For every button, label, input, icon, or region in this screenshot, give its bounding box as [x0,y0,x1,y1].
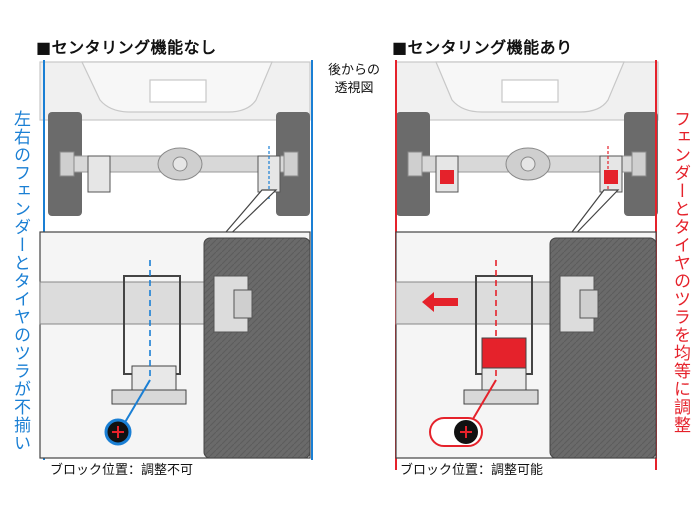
perspective-note-line-1: 後からの [327,63,380,78]
zoom-hub-cap-left [233,289,253,319]
left-side-label: 左右のフェンダーとタイヤのツラが不揃い [10,110,30,452]
hub-right-b [631,151,647,177]
left-panel-title: ■センタリング機能なし [36,38,217,57]
hub-right-a [407,151,423,177]
right-panel-artwork [395,60,659,470]
right-side-label: フェンダーとタイヤのツラを均等に調整 [670,110,690,434]
right-panel-title: ■センタリング機能あり [392,38,573,57]
right-caption: ブロック位置：調整可能 [400,463,544,478]
plus-bolt-cross-right [460,426,472,438]
left-arrow-icon [422,292,458,312]
zoom-block-right [481,367,527,393]
zoom-plate-left [111,389,187,405]
red-block-right-b [604,170,618,184]
pointer-line-right [469,379,497,425]
zoom-block-left [131,365,177,393]
left-panel-artwork [39,60,313,460]
differential-cap-left [172,156,188,172]
red-block-right-a [440,170,454,184]
spring-block-left-a [87,155,111,193]
license-plate-right [501,79,559,103]
license-plate-left [149,79,207,103]
hub-left-b [283,151,299,177]
zoom-plate-right [463,389,539,405]
pointer-line-left [123,379,151,425]
zoom-tire-left [203,237,311,459]
left-caption: ブロック位置：調整不可 [50,463,194,478]
zoom-block-right-red [481,337,527,369]
hub-left-a [59,151,75,177]
plus-bolt-cross-left [112,426,124,438]
differential-cap-right [520,156,536,172]
perspective-note: 後からの 透視図 [318,62,390,98]
perspective-note-line-2: 透視図 [334,81,374,96]
zoom-tire-right [549,237,657,459]
zoom-hub-cap-right [579,289,599,319]
